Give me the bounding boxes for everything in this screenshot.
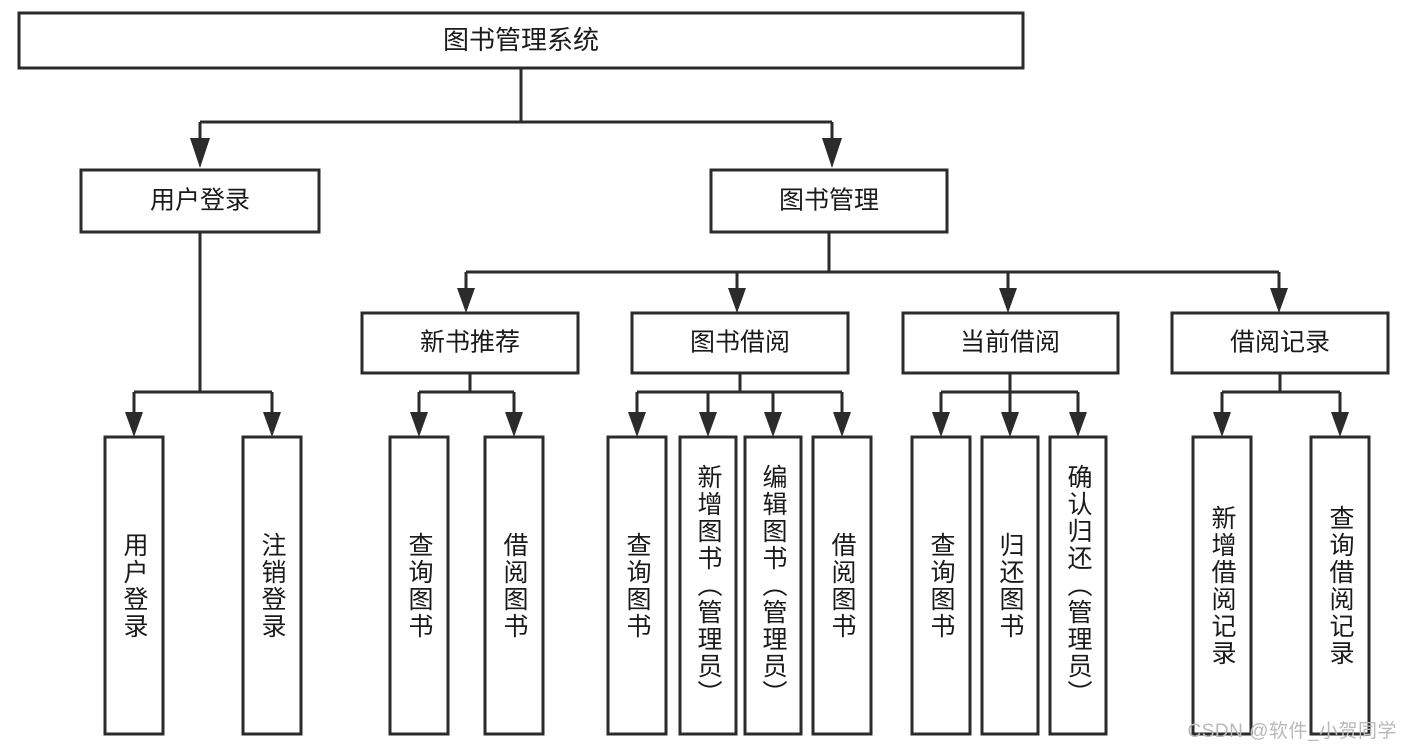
leaf-box-borrowrecord-add[interactable]	[1191, 435, 1253, 736]
node-book-borrow-label: 图书借阅	[690, 329, 790, 357]
arrow-head-logout-leaf	[263, 412, 281, 437]
arrow-head-user-login	[190, 138, 210, 168]
arrow-head-bookborrow-borrow	[833, 412, 851, 437]
arrow-head-currentborrow-return	[1001, 412, 1019, 437]
node-current-borrow-box	[901, 311, 1120, 375]
arrow-head-book-borrow	[728, 288, 746, 313]
arrow-head-book-mgmt	[822, 138, 842, 168]
node-new-book-recommend-label: 新书推荐	[420, 329, 520, 357]
node-new-book-recommend[interactable]: 新书推荐	[360, 311, 580, 375]
arrow-head-bookborrow-edit	[764, 412, 782, 437]
node-book-management-label: 图书管理	[779, 187, 879, 215]
node-root-system-label: 图书管理系统	[443, 25, 599, 55]
node-root-system-box	[17, 11, 1025, 70]
leaf-box-currentborrow-query[interactable]	[910, 435, 972, 736]
arrow-head-newbook-query	[410, 412, 428, 437]
arrow-head-currentborrow-confirm	[1069, 412, 1087, 437]
node-current-borrow-label: 当前借阅	[960, 329, 1060, 357]
node-current-borrow[interactable]: 当前借阅	[901, 311, 1120, 375]
leaf-box-logout[interactable]	[241, 435, 303, 736]
node-new-book-recommend-box	[360, 311, 580, 375]
arrow-head-current-borrow	[999, 288, 1017, 313]
connector-group-user-login	[125, 232, 281, 437]
leaf-box-user-login[interactable]	[103, 435, 165, 736]
node-user-login-box	[79, 168, 321, 234]
connector-group-root	[190, 68, 842, 168]
node-borrow-record-label: 借阅记录	[1230, 329, 1330, 357]
arrow-head-bookborrow-add	[699, 412, 717, 437]
node-root-system[interactable]: 图书管理系统	[17, 11, 1025, 70]
arrow-head-newbook-borrow	[505, 412, 523, 437]
leaf-box-bookborrow-query[interactable]	[606, 435, 668, 736]
node-borrow-record-box	[1170, 311, 1390, 375]
leaf-box-borrowrecord-query[interactable]	[1309, 435, 1371, 736]
arrow-head-user-login-leaf	[125, 412, 143, 437]
node-book-borrow[interactable]: 图书借阅	[630, 311, 850, 375]
leaf-box-bookborrow-edit[interactable]	[743, 435, 803, 736]
arrow-head-currentborrow-query	[932, 412, 950, 437]
leaf-box-newbook-borrow[interactable]	[483, 435, 545, 736]
connector-group-book-management	[457, 232, 1288, 313]
connector-group-borrow-record	[1213, 373, 1349, 437]
node-borrow-record[interactable]: 借阅记录	[1170, 311, 1390, 375]
node-book-management-box	[709, 168, 949, 234]
leaf-box-currentborrow-confirm[interactable]	[1048, 435, 1108, 736]
node-user-login-label: 用户登录	[150, 187, 250, 215]
leaf-box-newbook-query[interactable]	[388, 435, 450, 736]
arrow-head-bookborrow-query	[628, 412, 646, 437]
connector-group-book-borrow	[628, 373, 851, 437]
leaf-box-bookborrow-add[interactable]	[678, 435, 738, 736]
arrow-head-borrowrecord-add	[1213, 412, 1231, 437]
connector-group-current-borrow	[932, 373, 1087, 437]
arrow-head-borrow-record	[1270, 288, 1288, 313]
arrow-head-new-book-recommend	[457, 288, 475, 313]
connector-group-new-book-recommend	[410, 373, 523, 437]
leaf-box-currentborrow-return[interactable]	[980, 435, 1040, 736]
node-book-borrow-box	[630, 311, 850, 375]
arrow-head-borrowrecord-query	[1331, 412, 1349, 437]
leaf-box-group	[103, 435, 1371, 736]
node-user-login[interactable]: 用户登录	[79, 168, 321, 234]
node-book-management[interactable]: 图书管理	[709, 168, 949, 234]
leaf-box-bookborrow-borrow[interactable]	[811, 435, 873, 736]
csdn-watermark: CSDN @软件_小贺同学	[1187, 721, 1397, 742]
